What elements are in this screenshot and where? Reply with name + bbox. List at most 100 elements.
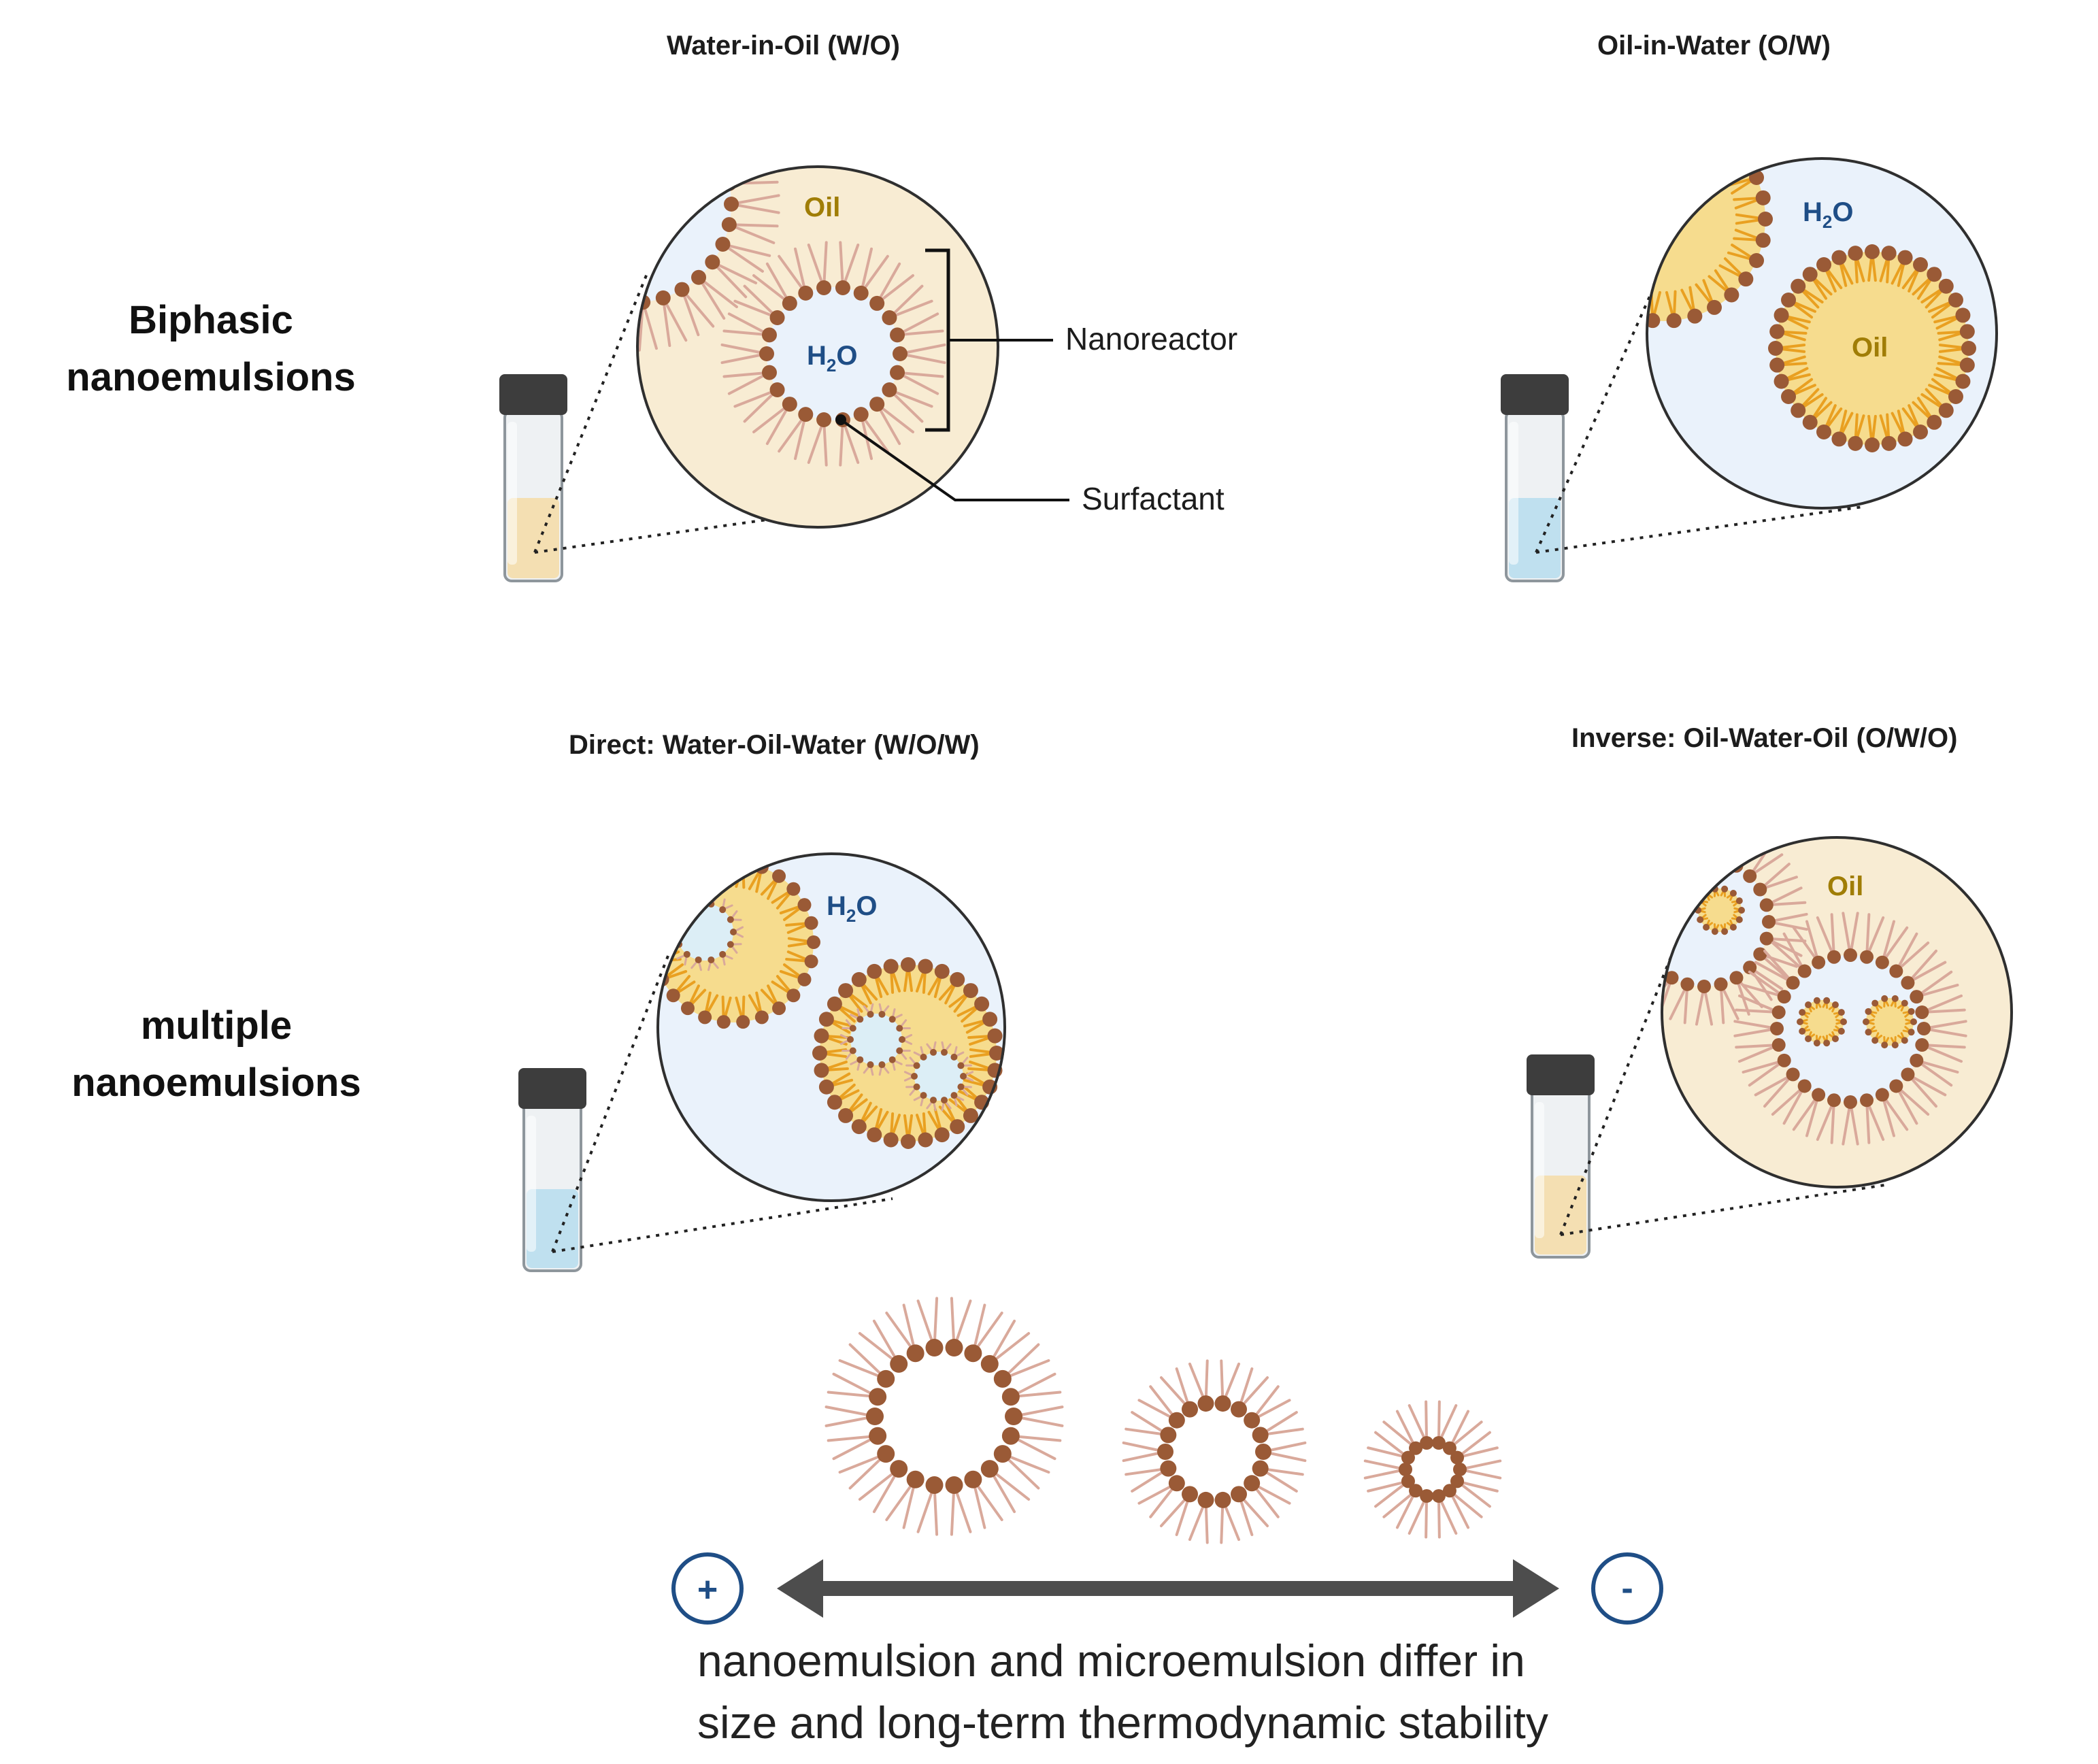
surfactant-head [1431, 1488, 1446, 1503]
surfactant-head [1871, 1037, 1879, 1044]
surfactant-head [1667, 110, 1682, 125]
surfactant-head [890, 1354, 908, 1373]
surfactant-head [941, 1048, 948, 1056]
surfactant-head [1453, 1463, 1467, 1476]
surfactant-head [1753, 947, 1767, 961]
surfactant-head [893, 346, 908, 361]
surfactant-heads [812, 957, 1004, 1149]
surfactant-head [1755, 190, 1771, 205]
surfactant-heads [759, 280, 908, 428]
surfactant-tail [661, 903, 688, 915]
surfactant-tail [1674, 118, 1676, 147]
surfactant-tail [1448, 1489, 1483, 1518]
surfactant-head [798, 407, 814, 422]
surfactant-head [906, 1470, 925, 1488]
partial-water-droplet [492, 99, 780, 352]
surfactant-tail [742, 861, 746, 889]
surfactant-head [1774, 307, 1789, 323]
surfactant-head [1777, 990, 1791, 1004]
surfactant-head [1735, 897, 1743, 905]
surfactant-head [982, 1012, 998, 1027]
surfactant-tail [1581, 265, 1607, 279]
surfactant-tail [1632, 290, 1645, 316]
surfactant-head [838, 983, 854, 999]
surfactant-head [1913, 424, 1928, 439]
surfactant-tail [722, 861, 732, 888]
surfactant-head [1816, 257, 1831, 273]
surfactant-head [635, 99, 650, 114]
surfactant-head [1645, 110, 1660, 125]
surfactant-head [835, 280, 850, 295]
surfactant-tails [1733, 912, 1967, 1146]
surfactant-head [1714, 977, 1728, 991]
surfactant-tail [552, 290, 584, 327]
surfactant-head [680, 1001, 695, 1016]
surfactant-tail [1719, 837, 1725, 861]
surfactant-head [1881, 995, 1888, 1002]
surfactant-tail [730, 203, 780, 214]
surfactant-tail [1652, 118, 1660, 146]
surfactant-head [950, 1092, 958, 1099]
surfactant-head [1401, 1474, 1415, 1488]
surfactant-tail [1448, 1489, 1470, 1529]
surfactant-tail [1782, 1084, 1806, 1125]
surfactant-tail [703, 865, 712, 893]
surfactant-head [1714, 852, 1728, 867]
surfactant-head [1662, 869, 1665, 883]
surfactant-tail [1735, 1044, 1780, 1049]
surfactant-head [1805, 1001, 1812, 1008]
surfactant-tail [841, 418, 860, 464]
surfactant-head [950, 1053, 958, 1061]
surfactant-tail [888, 388, 933, 408]
surfactant-tail [1754, 1073, 1795, 1097]
surfactant-head [866, 1408, 884, 1425]
surfactant-tail [1367, 1480, 1410, 1493]
surfactant-head [1182, 1401, 1198, 1418]
surfactant-tail [876, 403, 901, 446]
surfactant-head [1635, 898, 1648, 912]
surfactant-head [658, 935, 660, 949]
surfactant-head [1697, 980, 1711, 993]
surfactant-head [957, 1062, 965, 1069]
surfactant-head [1625, 309, 1639, 324]
caption-line-1: nanoemulsion and microemulsion differ in [697, 1635, 1525, 1686]
surfactant-head [1197, 1395, 1214, 1412]
surfactant-tail [1612, 280, 1623, 307]
surfactant-head [1897, 431, 1913, 447]
surfactant-tail [510, 262, 553, 283]
surfactant-head [890, 327, 905, 343]
surfactant-tail [1563, 198, 1591, 208]
surfactant-tail [492, 165, 536, 184]
surfactant-head [1168, 1412, 1185, 1429]
surfactant-tail [1561, 219, 1590, 223]
surfactant-head [1875, 1088, 1889, 1102]
surfactant-head [1231, 1401, 1247, 1418]
surfactant-head [911, 1073, 918, 1080]
surfactant-head [1729, 889, 1737, 897]
label-h2o: H2O [827, 891, 877, 926]
surfactant-tail [807, 418, 826, 464]
surfactant-tail [503, 137, 542, 164]
surfactant-tail [722, 152, 769, 164]
surfactant-head [812, 1046, 827, 1061]
surfactant-tail [1733, 1020, 1778, 1030]
surfactant-tail [822, 241, 828, 289]
surfactant-tail [1708, 159, 1733, 163]
surfactant-head [853, 285, 869, 301]
surfactant-head [1574, 152, 1588, 167]
surfactant-head [856, 1016, 864, 1023]
surfactant-head [1771, 1005, 1786, 1019]
surfactant-head [786, 882, 801, 896]
nanoreactor-micelle [720, 241, 946, 467]
surfactant-head [1889, 1079, 1903, 1093]
surfactant-tail [661, 296, 671, 348]
surfactant-tail [1906, 1073, 1947, 1097]
surfactant-head [761, 327, 777, 343]
surfactant-head [1802, 414, 1818, 430]
row-label-multiple-2: nanoemulsions [71, 1061, 361, 1105]
surfactant-head [782, 295, 797, 311]
surfactant-tail [1683, 837, 1689, 861]
surfactant-tail [1595, 144, 1612, 168]
surfactant-head [816, 412, 832, 428]
surfactant-tail [529, 101, 567, 131]
